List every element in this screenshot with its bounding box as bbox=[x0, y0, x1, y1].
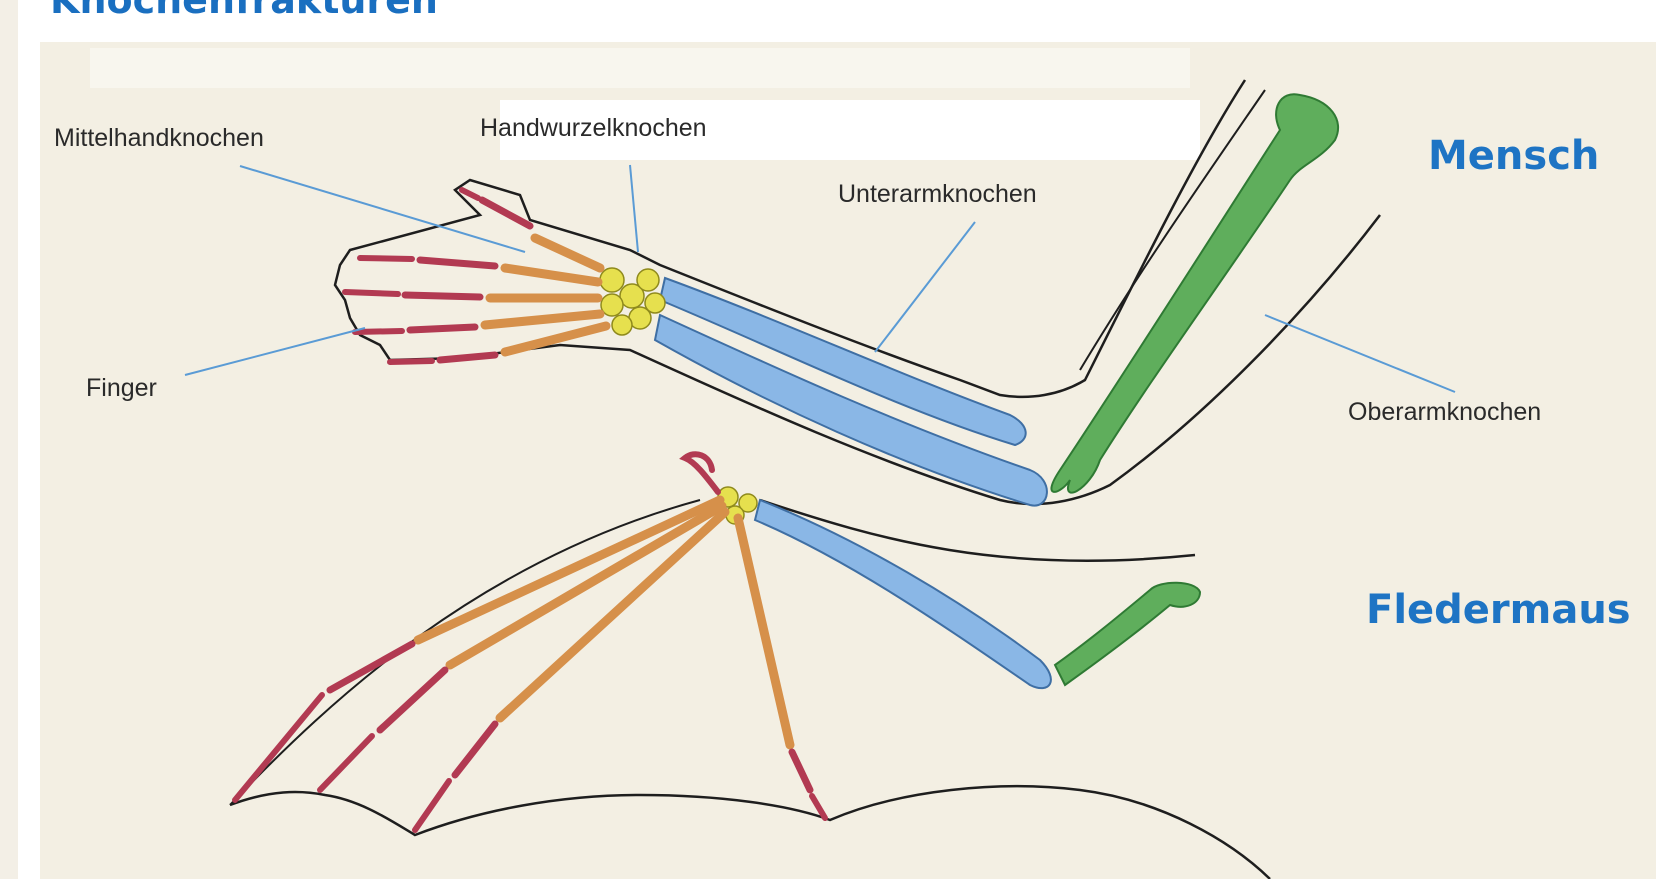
label-handwurzelknochen: Handwurzelknochen bbox=[480, 114, 707, 143]
carpal-bone bbox=[645, 293, 665, 313]
label-finger: Finger bbox=[86, 374, 157, 403]
species-label-bat: Fledermaus bbox=[1366, 587, 1631, 633]
carpal-bone bbox=[637, 269, 659, 291]
finger-bone bbox=[345, 292, 398, 294]
label-mittelhandknochen: Mittelhandknochen bbox=[54, 124, 264, 153]
finger-bone bbox=[360, 258, 412, 259]
page-title: Knochenfrakturen bbox=[50, 0, 438, 22]
carpal-bone bbox=[600, 268, 624, 292]
finger-bone bbox=[405, 295, 480, 297]
finger-bone bbox=[440, 355, 495, 360]
label-oberarmknochen: Oberarmknochen bbox=[1348, 398, 1541, 427]
finger-bone bbox=[390, 361, 432, 362]
finger-bone bbox=[355, 331, 402, 332]
label-unterarmknochen: Unterarmknochen bbox=[838, 180, 1037, 209]
finger-bone bbox=[410, 327, 475, 330]
species-label-human: Mensch bbox=[1428, 133, 1599, 179]
paper-highlight bbox=[90, 48, 1190, 88]
carpal-bone bbox=[612, 315, 632, 335]
